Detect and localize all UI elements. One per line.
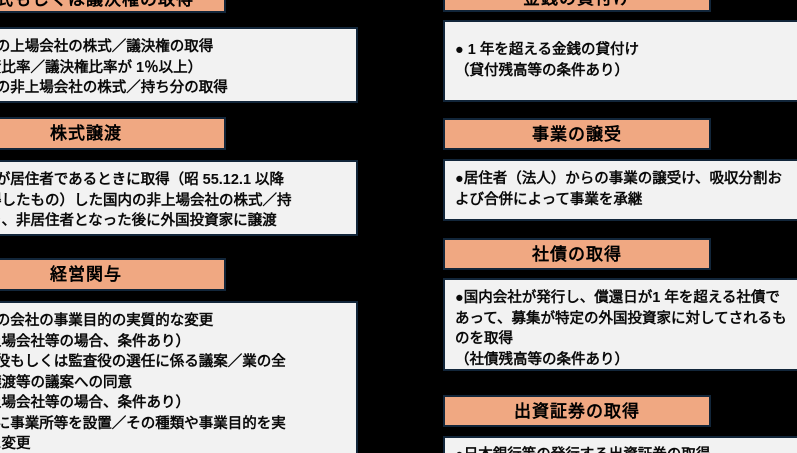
- card-body-investment-securities: ●日本銀行等の発行する出資証券の取得: [443, 436, 797, 453]
- card-body-business-transfer: ●居住者（法人）からの事業の譲受け、吸収分割お よび合併によって事業を承継: [443, 159, 797, 221]
- card-body-corporate-bond: ●国内会社が発行し、償還日が1 年を超える社債で あって、募集が特定の外国投資家…: [443, 278, 797, 371]
- card-body-shares-voting-rights: ●国内の上場会社の株式／議決権の取得 （出資比率／議決権比率が 1％以上） ●国…: [0, 27, 358, 103]
- card-text-share-transfer: ●個人が居住者であるときに取得（昭 55.12.1 以降 に取得したもの）した国…: [0, 172, 292, 230]
- card-text-business-transfer: ●居住者（法人）からの事業の譲受け、吸収分割お よび合併によって事業を承継: [455, 171, 783, 208]
- card-header-management-involvement: 経営関与: [0, 258, 226, 291]
- card-body-management-involvement: ●国内の会社の事業目的の実質的な変更 （非上場会社等の場合、条件あり） ●取締役…: [0, 301, 358, 453]
- card-header-investment-securities: 出資証券の取得: [443, 395, 711, 427]
- card-header-money-lending: 金銭の貸付け: [443, 0, 711, 12]
- card-body-share-transfer: ●個人が居住者であるときに取得（昭 55.12.1 以降 に取得したもの）した国…: [0, 160, 358, 236]
- card-text-money-lending: ● 1 年を超える金銭の貸付け （貸付残高等の条件あり）: [455, 42, 639, 79]
- card-header-share-transfer: 株式譲渡: [0, 117, 226, 150]
- card-body-money-lending: ● 1 年を超える金銭の貸付け （貸付残高等の条件あり）: [443, 20, 797, 102]
- card-text-shares-voting-rights: ●国内の上場会社の株式／議決権の取得 （出資比率／議決権比率が 1％以上） ●国…: [0, 39, 228, 97]
- card-header-business-transfer: 事業の譲受: [443, 118, 711, 150]
- card-text-management-involvement: ●国内の会社の事業目的の実質的な変更 （非上場会社等の場合、条件あり） ●取締役…: [0, 313, 286, 453]
- card-header-shares-voting-rights: 株式もしくは議決権の取得: [0, 0, 226, 13]
- card-header-corporate-bond: 社債の取得: [443, 238, 711, 270]
- card-text-investment-securities: ●日本銀行等の発行する出資証券の取得: [455, 445, 710, 453]
- card-text-corporate-bond: ●国内会社が発行し、償還日が1 年を超える社債で あって、募集が特定の外国投資家…: [455, 290, 787, 368]
